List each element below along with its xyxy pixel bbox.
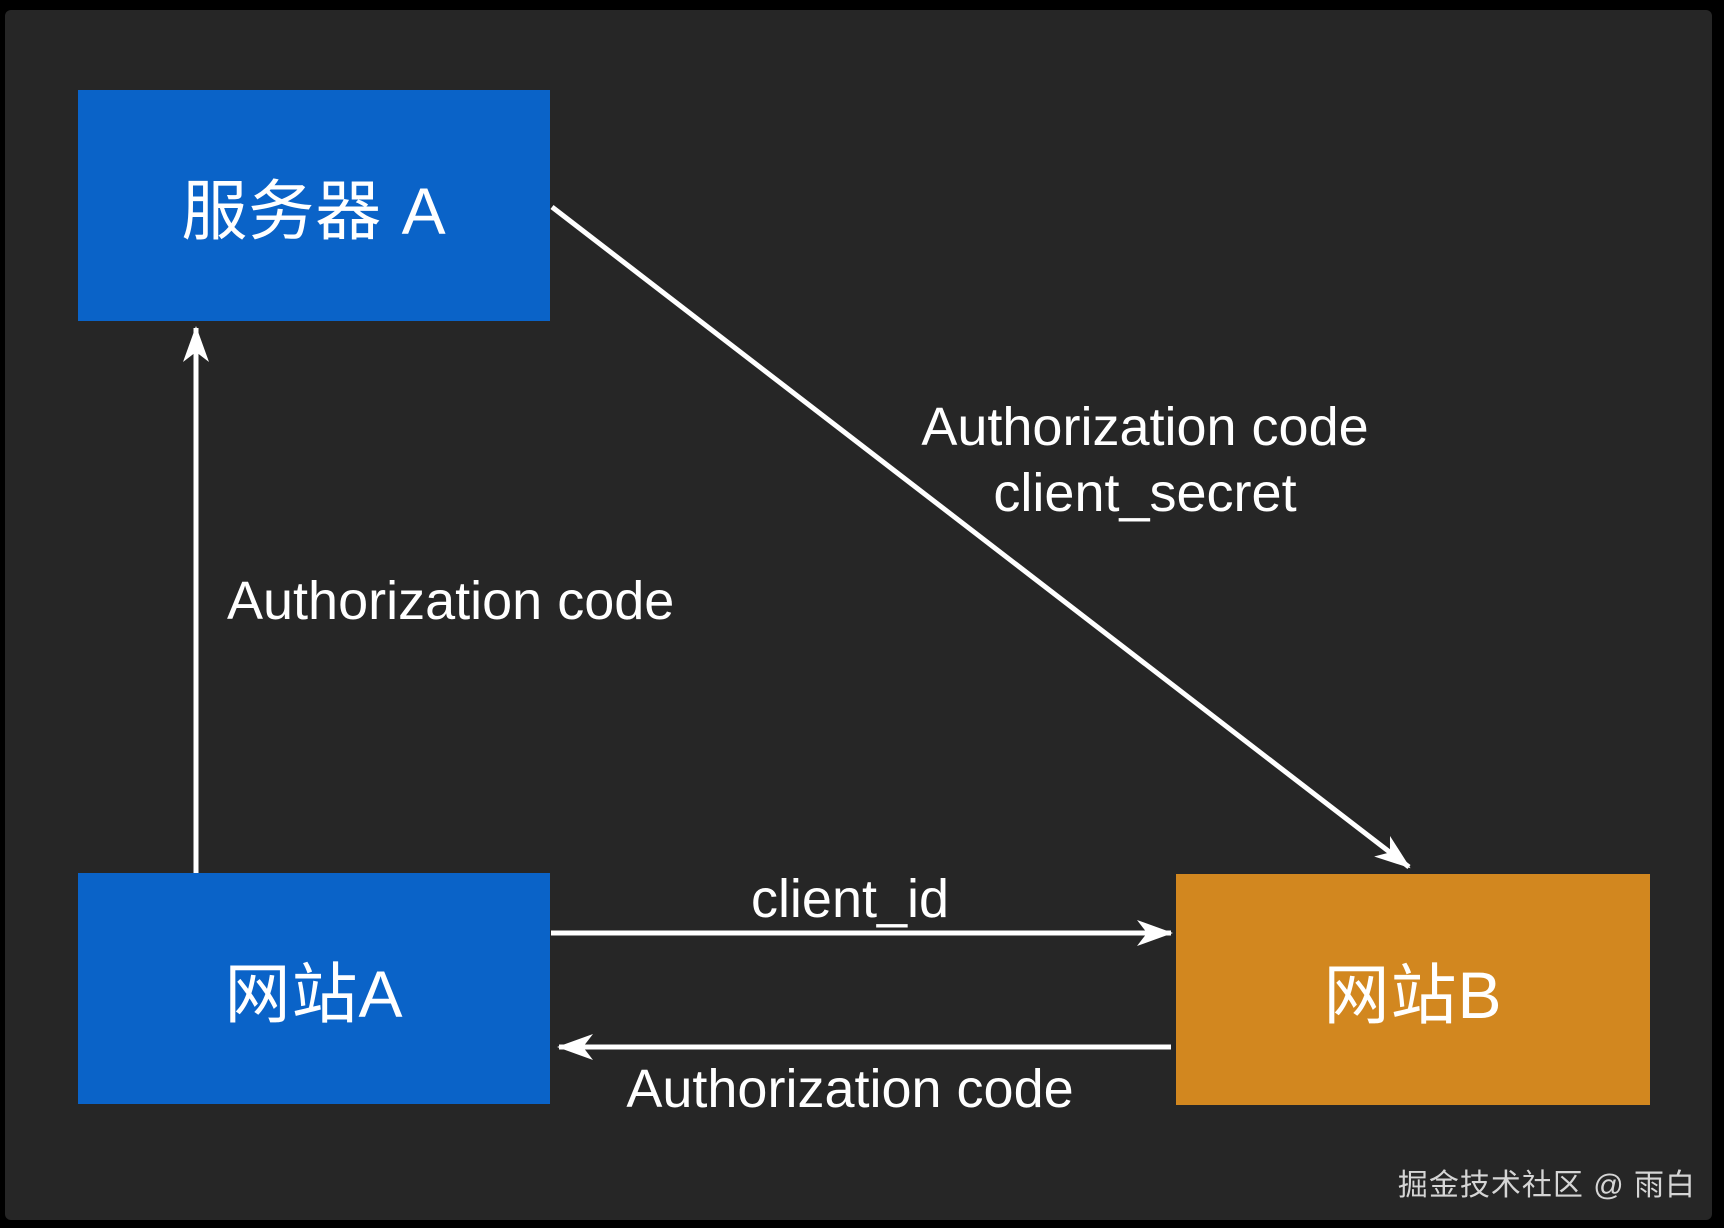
label-authorization-code-client-secret: Authorization code client_secret	[885, 394, 1405, 526]
label-client-secret-line: client_secret	[993, 463, 1297, 523]
label-authorization-code-line: Authorization code	[921, 397, 1369, 457]
label-authorization-code-return: Authorization code	[626, 1059, 1074, 1119]
node-site-a: 网站A	[78, 873, 550, 1104]
node-server-a: 服务器 A	[78, 90, 550, 321]
label-client-id: client_id	[750, 869, 950, 929]
node-site-b-label: 网站B	[1323, 957, 1503, 1032]
arrow-layer	[183, 205, 1411, 1060]
node-site-b: 网站B	[1176, 874, 1650, 1105]
label-authorization-code-up: Authorization code	[227, 571, 675, 631]
node-site-a-label: 网站A	[224, 956, 404, 1031]
arrow-authorization-code-client-secret	[550, 205, 1411, 869]
watermark-text: 掘金技术社区 @ 雨白	[1397, 1169, 1696, 1202]
node-server-a-label: 服务器 A	[181, 173, 447, 248]
diagram-canvas: 服务器 A 网站A 网站B Authorization code Authori…	[5, 10, 1712, 1220]
